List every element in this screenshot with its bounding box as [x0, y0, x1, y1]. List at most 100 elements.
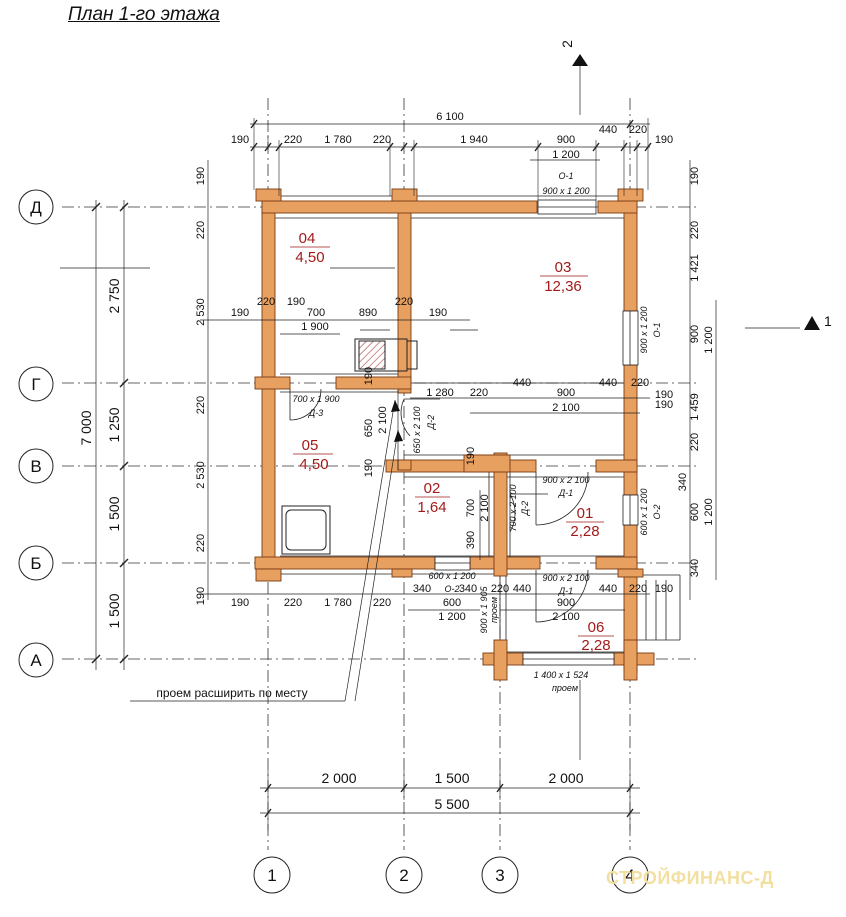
svg-text:220: 220 [373, 597, 391, 609]
stove [354, 338, 418, 372]
size-d2b: 700 х 2 100 [508, 484, 518, 531]
size-opening-left: 900 х 1 905 [479, 585, 489, 633]
room-labels: 04 4,50 03 12,36 05 4,50 02 1,64 01 2,28… [295, 230, 610, 654]
wall-axis-d-left [261, 200, 538, 214]
svg-text:1 280: 1 280 [426, 387, 454, 399]
note-widen-opening: проем расширить по месту [156, 686, 307, 700]
svg-text:440: 440 [599, 583, 617, 595]
axis-bubble-a [18, 642, 54, 678]
svg-text:190: 190 [655, 389, 673, 401]
svg-text:2 100: 2 100 [552, 402, 580, 414]
watermark: СТРОЙФИНАНС-Д [606, 868, 774, 888]
axis-label-2: 2 [399, 866, 408, 885]
dim-top-0: 190 [231, 134, 249, 146]
svg-text:900: 900 [557, 597, 575, 609]
svg-text:340: 340 [459, 583, 477, 595]
svg-text:700: 700 [465, 499, 477, 517]
axis-label-1: 1 [267, 866, 276, 885]
room-number-01: 01 [577, 505, 594, 522]
svg-text:1 200: 1 200 [703, 498, 715, 526]
svg-text:190: 190 [689, 167, 701, 185]
room-area-02: 1,64 [417, 499, 446, 516]
dim-left-3: 1 500 [106, 593, 122, 628]
svg-text:220: 220 [631, 377, 649, 389]
svg-text:600: 600 [689, 503, 701, 521]
extension-lines [253, 118, 649, 830]
dims-row-g: 190 220 190 700 890 220 190 1 900 [231, 296, 447, 333]
window-o2-bottom [434, 556, 471, 571]
svg-text:190: 190 [429, 307, 447, 319]
post-axis-3 [493, 639, 508, 681]
dim-top-1: 220 [284, 134, 302, 146]
axis-label-4: 4 [625, 866, 634, 885]
axis-label-g: Г [31, 375, 40, 394]
dim-overall-bottom: 5 500 [434, 796, 469, 812]
svg-text:2 100: 2 100 [479, 494, 491, 522]
room-area-05: 4,50 [299, 456, 328, 473]
svg-text:340: 340 [689, 559, 701, 577]
page-title: План 1-го этажа [68, 4, 220, 25]
log-walls [254, 195, 655, 681]
section-mark-1: 1 [824, 313, 832, 329]
svg-text:1 200: 1 200 [438, 611, 466, 623]
dim-bottom-0: 2 000 [321, 770, 356, 786]
svg-text:220: 220 [195, 534, 207, 552]
wall-axis-b-right [595, 556, 638, 570]
label-d1a: Д-1 [558, 488, 573, 498]
svg-text:650: 650 [363, 419, 375, 437]
svg-text:190: 190 [195, 587, 207, 605]
wall-axis-d-right [597, 200, 638, 214]
label-o1-top: О-1 [558, 171, 573, 181]
dim-left-2: 1 500 [106, 496, 122, 531]
dim-left-1: 1 250 [106, 407, 122, 442]
svg-text:220: 220 [470, 387, 488, 399]
room-number-03: 03 [555, 259, 572, 276]
size-o1-right: 900 х 1 200 [639, 306, 649, 353]
dims-misc: 650 2 100 190 190 700 2 100 390 190 [363, 367, 491, 549]
dims-right-inner: 190 220 1 421 900 1 459 190 220 340 600 … [655, 167, 715, 577]
svg-text:1 421: 1 421 [689, 254, 701, 282]
room-area-06: 2,28 [581, 637, 610, 654]
dim-top-6: 440 [599, 124, 617, 136]
svg-text:190: 190 [465, 447, 477, 465]
svg-text:440: 440 [513, 583, 531, 595]
svg-text:220: 220 [284, 597, 302, 609]
axis-bubble-4 [611, 856, 649, 894]
room-number-02: 02 [424, 480, 441, 497]
svg-text:2 100: 2 100 [377, 406, 389, 434]
size-d3: 700 х 1 900 [292, 394, 339, 404]
svg-text:220: 220 [689, 433, 701, 451]
label-o2-right: О-2 [652, 504, 662, 519]
svg-text:190: 190 [655, 399, 673, 411]
svg-text:1 780: 1 780 [324, 597, 352, 609]
svg-text:190: 190 [231, 597, 249, 609]
svg-text:600: 600 [443, 597, 461, 609]
size-d1a: 900 х 2 100 [542, 475, 589, 485]
wall-axis-2-stub [397, 459, 412, 471]
svg-text:190: 190 [231, 307, 249, 319]
label-d2a: Д-2 [426, 415, 436, 430]
dim-overall-top: 6 100 [436, 111, 464, 123]
dim-top-2: 1 780 [324, 134, 352, 146]
size-o1-top: 900 х 1 200 [542, 186, 589, 196]
svg-text:190: 190 [287, 296, 305, 308]
wall-axis-v-right [595, 459, 638, 473]
svg-text:220: 220 [629, 583, 647, 595]
label-o2-bottom: О-2 [444, 584, 459, 594]
svg-text:900: 900 [689, 325, 701, 343]
svg-text:190: 190 [195, 167, 207, 185]
opening-bottom [522, 652, 615, 666]
wall-axis-b-left [254, 556, 436, 570]
dim-top-4: 1 940 [460, 134, 488, 146]
wall-axis-g-mid [335, 376, 412, 390]
post-axis-4 [623, 639, 638, 681]
room-underlines [290, 246, 614, 637]
label-d1b: Д-1 [558, 586, 573, 596]
axis-label-3: 3 [495, 866, 504, 885]
svg-text:890: 890 [359, 307, 377, 319]
window-o1-right [622, 310, 639, 366]
dim-top-3: 220 [373, 134, 391, 146]
axis-bubble-b [18, 545, 54, 581]
label-d2b: Д-2 [520, 501, 530, 516]
svg-text:700: 700 [307, 307, 325, 319]
